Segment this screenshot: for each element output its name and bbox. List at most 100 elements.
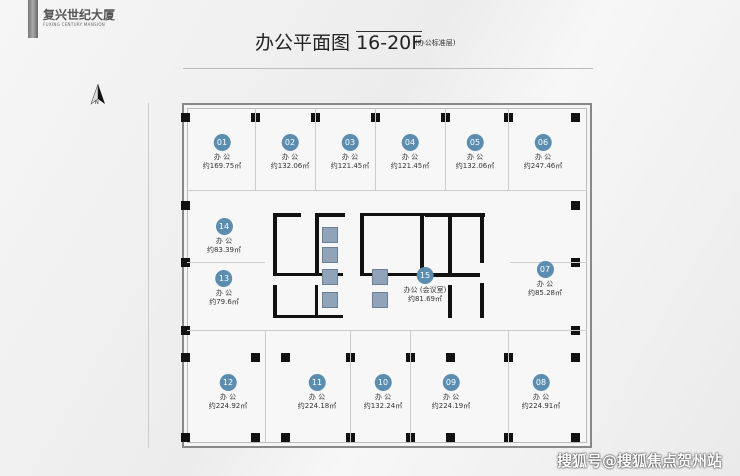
room-area: 约83.39㎡ [206,246,242,254]
room-number-badge: 11 [308,374,326,391]
room-14: 14 办 公约83.39㎡ [207,218,241,255]
room-number-badge: 02 [281,134,299,151]
room-06: 06 办 公约247.46㎡ [523,134,563,171]
room-number-badge: 04 [401,134,419,151]
room-08: 08 办 公约224.91㎡ [521,374,561,411]
room-area: 约224.19㎡ [431,402,471,410]
room-name: 办 公 [536,280,554,288]
room-name: 办 公 [466,153,484,161]
room-name: 办 公 [401,153,419,161]
room-name: 办 公 [442,393,460,401]
room-number-badge: 06 [534,134,552,151]
dimension-line [148,103,149,448]
room-area: 约247.46㎡ [523,162,563,170]
room-name: 办 公 [308,393,326,401]
structural-column [571,433,580,442]
structural-column [181,113,190,122]
room-name: 办 公 [219,393,237,401]
structural-column [281,353,290,362]
room-area: 约169.75㎡ [202,162,242,170]
room-name: 办 公 [215,237,233,245]
room-03: 03 办 公约121.45㎡ [330,134,370,171]
structural-column [181,353,190,362]
room-name: 办 公 [281,153,299,161]
room-area: 约224.92㎡ [208,402,248,410]
room-10: 10 办 公约132.24㎡ [363,374,403,411]
room-area: 约132.06㎡ [270,162,310,170]
room-name: 办公 (会议室) [403,286,447,294]
room-09: 09 办 公约224.19㎡ [431,374,471,411]
partition-line [265,330,266,443]
partition-line [445,108,446,190]
room-area: 约85.28㎡ [527,289,563,297]
logo-text-en: FUXING CENTURY MANSION [43,22,106,27]
structural-column [571,201,580,210]
room-01: 01 办 公约169.75㎡ [202,134,242,171]
room-number-badge: 13 [215,270,233,287]
structural-column [181,258,190,267]
page-title: 办公平面图 16-20F [255,28,423,55]
room-number-badge: 09 [442,374,460,391]
room-15: 15 办公 (会议室)约81.69㎡ [403,267,447,304]
room-02: 02 办 公约132.06㎡ [270,134,310,171]
north-arrow-icon: N [88,83,108,106]
logo-mark [28,0,38,38]
room-name: 办 公 [341,153,359,161]
room-number-badge: 12 [219,374,237,391]
structural-column [571,113,580,122]
partition-line [255,108,256,190]
room-04: 04 办 公约121.45㎡ [390,134,430,171]
title-cn: 办公平面图 [255,32,351,54]
room-07: 07 办 公约85.28㎡ [528,261,562,298]
logo-text-cn: 复兴世纪大厦 [43,8,116,22]
room-area: 约132.24㎡ [363,402,403,410]
room-number-badge: 07 [536,261,554,278]
partition-line [187,262,265,263]
room-number-badge: 08 [532,374,550,391]
room-area: 约81.69㎡ [407,295,443,303]
room-05: 05 办 公约132.06㎡ [455,134,495,171]
room-number-badge: 05 [466,134,484,151]
structural-column [571,353,580,362]
structural-column [251,353,260,362]
room-area: 约132.06㎡ [455,162,495,170]
partition-line [410,330,411,443]
room-12: 12 办 公约224.92㎡ [208,374,248,411]
partition-line [187,330,587,331]
building-core [265,205,500,320]
room-number-badge: 14 [215,218,233,235]
room-number-badge: 03 [341,134,359,151]
room-name: 办 公 [532,393,550,401]
room-number-badge: 15 [416,267,434,284]
partition-line [350,330,351,443]
structural-column [181,201,190,210]
structural-column [181,326,190,335]
room-name: 办 公 [213,153,231,161]
partition-line [508,108,509,190]
partition-line [375,108,376,190]
structural-column [281,433,290,442]
structural-column [251,433,260,442]
room-11: 11 办 公约224.18㎡ [297,374,337,411]
room-number-badge: 01 [213,134,231,151]
structural-column [446,433,455,442]
room-name: 办 公 [534,153,552,161]
room-area: 约224.91㎡ [521,402,561,410]
room-area: 约224.18㎡ [297,402,337,410]
page-subtitle: (办公标准层) [415,39,456,47]
structural-column [181,433,190,442]
dimension-line [183,68,593,69]
partition-line [187,190,587,191]
logo: 复兴世纪大厦 FUXING CENTURY MANSION [28,0,115,40]
room-number-badge: 10 [374,374,392,391]
room-name: 办 公 [374,393,392,401]
room-area: 约121.45㎡ [390,162,430,170]
partition-line [315,108,316,190]
watermark: 搜狐号@搜狐焦点贺州站 [556,452,722,470]
title-floor: 16-20F [356,31,423,54]
room-area: 约121.45㎡ [330,162,370,170]
structural-column [446,353,455,362]
room-area: 约79.6㎡ [209,298,239,306]
north-label: N [95,100,99,106]
